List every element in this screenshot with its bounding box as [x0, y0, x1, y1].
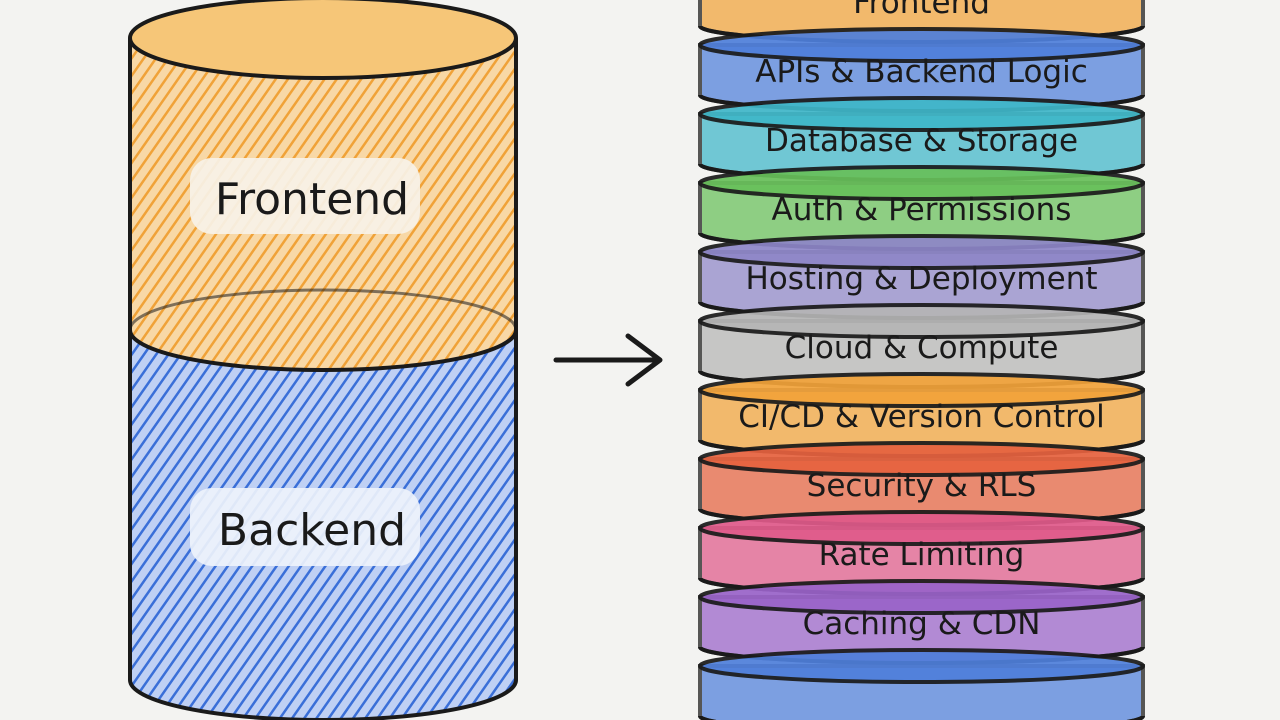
- right-layer-top-ci-cd-and-version-control: [698, 372, 1145, 408]
- left-label-frontend: Frontend: [215, 174, 409, 225]
- right-layer-label-database-and-storage: Database & Storage: [765, 123, 1078, 159]
- right-layer-top-layer-10: [698, 648, 1145, 684]
- left-label-backend: Backend: [218, 505, 406, 556]
- right-layer-label-caching-and-cdn: Caching & CDN: [803, 606, 1041, 642]
- right-layer-label-security-and-rls: Security & RLS: [807, 468, 1037, 504]
- left-label-bg-backend: [190, 488, 420, 566]
- arrow-head: [625, 333, 663, 387]
- left-label-bg-frontend: [190, 158, 420, 234]
- right-layer-label-apis-and-backend-logic: APIs & Backend Logic: [755, 54, 1088, 90]
- right-layer-hosting-and-deployment: Hosting & Deployment: [698, 234, 1145, 320]
- right-layer-security-and-rls: Security & RLS: [698, 441, 1145, 527]
- right-layer-label-rate-limiting: Rate Limiting: [819, 537, 1025, 573]
- left-cylinder: Frontend Backend: [128, 0, 518, 720]
- right-layer-top-auth-and-permissions: [698, 165, 1145, 201]
- right-layer-label-cloud-and-compute: Cloud & Compute: [785, 330, 1059, 366]
- right-layer-cloud-and-compute: Cloud & Compute: [698, 303, 1145, 389]
- arrow: [553, 333, 663, 387]
- left-segment-divider-back: [128, 288, 518, 331]
- right-layer-top-rate-limiting: [698, 510, 1145, 546]
- right-layer-caching-and-cdn: Caching & CDN: [698, 579, 1145, 665]
- right-layer-label-hosting-and-deployment: Hosting & Deployment: [745, 261, 1097, 297]
- right-layer-ci-cd-and-version-control: CI/CD & Version Control: [698, 372, 1145, 458]
- right-layer-label-auth-and-permissions: Auth & Permissions: [772, 192, 1072, 228]
- right-layer-apis-and-backend-logic: APIs & Backend Logic: [698, 27, 1145, 113]
- left-cylinder-top: [128, 0, 518, 80]
- right-layer-auth-and-permissions: Auth & Permissions: [698, 165, 1145, 251]
- right-layer-top-hosting-and-deployment: [698, 234, 1145, 270]
- right-layer-top-caching-and-cdn: [698, 579, 1145, 615]
- right-layer-label-ci-cd-and-version-control: CI/CD & Version Control: [738, 399, 1105, 435]
- right-layer-top-database-and-storage: [698, 96, 1145, 132]
- right-layer-label-frontend: Frontend: [853, 0, 990, 21]
- right-layer-top-apis-and-backend-logic: [698, 27, 1145, 63]
- right-layer-layer-10: [698, 648, 1145, 720]
- right-layer-database-and-storage: Database & Storage: [698, 96, 1145, 182]
- right-layer-rate-limiting: Rate Limiting: [698, 510, 1145, 596]
- right-layer-top-security-and-rls: [698, 441, 1145, 477]
- right-layer-top-cloud-and-compute: [698, 303, 1145, 339]
- left-segment-divider: [128, 329, 518, 372]
